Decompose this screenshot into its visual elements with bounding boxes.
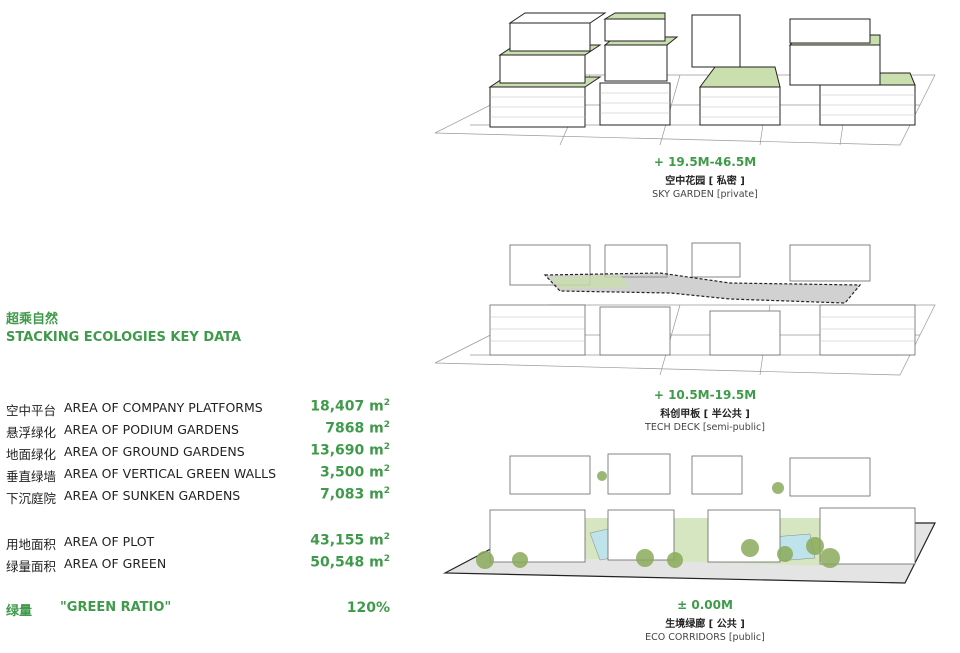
caption-en: SKY GARDEN [private]	[652, 189, 758, 200]
row-value: 7,083 m2	[319, 486, 390, 503]
row-value: 18,407 m2	[310, 398, 390, 415]
caption-cn: 科创甲板 [ 半公共 ]	[660, 409, 750, 420]
caption-en: ECO CORRIDORS [public]	[645, 632, 765, 643]
row-label-en: AREA OF SUNKEN GARDENS	[64, 488, 241, 503]
caption-en: TECH DECK [semi-public]	[645, 422, 765, 433]
data-row-company-platforms: 空中平台 AREA OF COMPANY PLATFORMS 18,407 m2	[6, 398, 396, 420]
data-row-ground-gardens: 地面绿化 AREA OF GROUND GARDENS 13,690 m2	[6, 442, 396, 464]
row-label-en: AREA OF GREEN	[64, 556, 167, 571]
row-value: 7868 m2	[325, 420, 390, 437]
eco-corridors-diagram	[442, 453, 936, 584]
row-label-cn: 绿量面积	[6, 559, 57, 574]
sky-garden-diagram	[434, 12, 936, 146]
level-label: + 19.5M-46.5M	[653, 155, 757, 169]
row-label-en: AREA OF COMPANY PLATFORMS	[64, 400, 263, 415]
row-label-en: AREA OF GROUND GARDENS	[64, 444, 245, 459]
data-row-sunken-gardens: 下沉庭院 AREA OF SUNKEN GARDENS 7,083 m2	[6, 486, 396, 508]
row-label-en: AREA OF PODIUM GARDENS	[64, 422, 239, 437]
data-row-green: 绿量面积 AREA OF GREEN 50,548 m2	[6, 554, 396, 576]
row-label-cn: 垂直绿墙	[6, 469, 57, 484]
row-value: 50,548 m2	[310, 554, 390, 571]
sky-garden-caption: + 19.5M-46.5M 空中花园 [ 私密 ] SKY GARDEN [pr…	[590, 155, 820, 200]
eco-corridors-caption: ± 0.00M 生境绿廊 [ 公共 ] ECO CORRIDORS [publi…	[590, 598, 820, 643]
title-en: STACKING ECOLOGIES KEY DATA	[6, 330, 242, 345]
data-row-vertical-green-walls: 垂直绿墙 AREA OF VERTICAL GREEN WALLS 3,500 …	[6, 464, 396, 486]
data-row-podium-gardens: 悬浮绿化 AREA OF PODIUM GARDENS 7868 m2	[6, 420, 396, 442]
tech-deck-caption: + 10.5M-19.5M 科创甲板 [ 半公共 ] TECH DECK [se…	[590, 388, 820, 433]
row-value: 3,500 m2	[319, 464, 390, 481]
row-label-cn: 地面绿化	[6, 447, 57, 462]
level-label: ± 0.00M	[677, 598, 733, 612]
row-value: 13,690 m2	[310, 442, 390, 459]
row-label-cn: 空中平台	[6, 403, 57, 418]
tech-deck-diagram	[434, 242, 936, 376]
ratio-label-en: "GREEN RATIO"	[60, 600, 172, 615]
ratio-label-cn: 绿量	[6, 604, 33, 619]
level-label: + 10.5M-19.5M	[653, 388, 757, 402]
row-label-en: AREA OF PLOT	[64, 534, 155, 549]
row-label-cn: 悬浮绿化	[6, 425, 57, 440]
data-row-plot: 用地面积 AREA OF PLOT 43,155 m2	[6, 532, 396, 554]
row-label-cn: 用地面积	[6, 537, 57, 552]
row-value: 43,155 m2	[310, 532, 390, 549]
row-label-en: AREA OF VERTICAL GREEN WALLS	[64, 466, 277, 481]
ratio-value: 120%	[346, 600, 390, 616]
caption-cn: 生境绿廊 [ 公共 ]	[665, 619, 745, 630]
title-cn: 超乘自然	[6, 312, 59, 327]
row-label-cn: 下沉庭院	[6, 491, 57, 506]
caption-cn: 空中花园 [ 私密 ]	[665, 176, 745, 187]
